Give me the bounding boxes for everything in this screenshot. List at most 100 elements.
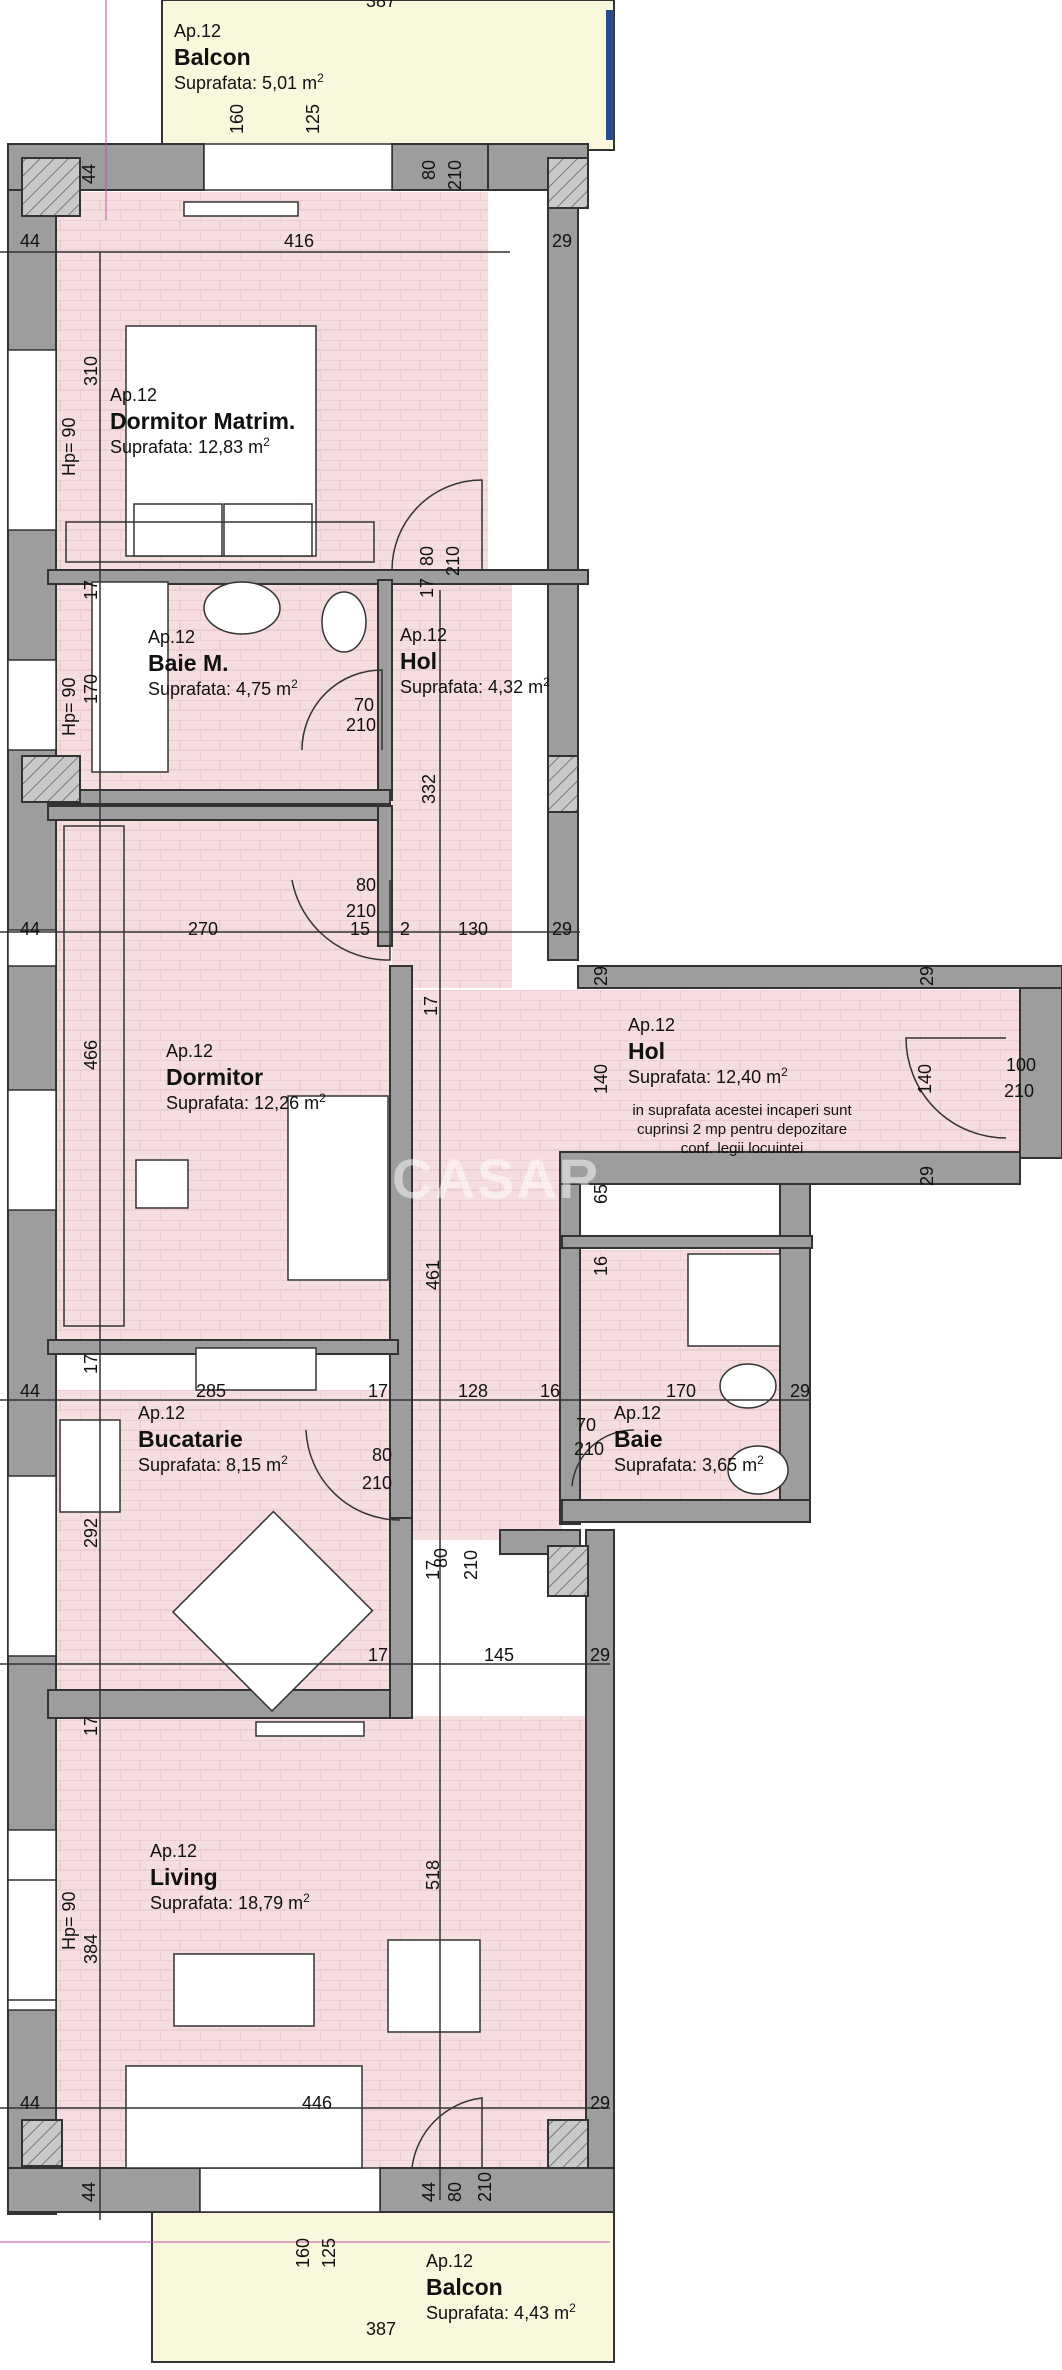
dim-label: 80 — [419, 159, 439, 180]
dim-label: 210 — [445, 159, 465, 190]
dim-label: 44 — [79, 2181, 99, 2202]
dim-label: 17 — [81, 579, 101, 600]
dim-label: 44 — [419, 2181, 439, 2202]
dim-label: 387 — [366, 0, 397, 11]
dim-label: 44 — [20, 231, 41, 251]
room-name: Bucatarie — [138, 1425, 243, 1452]
dim-label: 518 — [423, 1859, 443, 1890]
dim-label: 44 — [20, 1381, 41, 1401]
note-line: cuprinsi 2 mp pentru depozitare — [636, 1120, 848, 1138]
room-dormitor: Ap.12 Dormitor Suprafata: 12,26 m2 — [166, 1040, 326, 1115]
dim-label: 44 — [20, 919, 41, 939]
room-area: Suprafata: 18,79 m2 — [150, 1891, 310, 1914]
room-hol-large: Ap.12 Hol Suprafata: 12,40 m2 — [628, 1014, 788, 1089]
dim-label: 17 — [368, 1381, 389, 1401]
balcon-rail-top — [606, 10, 614, 140]
dim-label: 16 — [591, 1255, 611, 1276]
dim-label: 140 — [591, 1063, 611, 1094]
dim-label: 446 — [302, 2093, 333, 2113]
room-ap: Ap.12 — [614, 1403, 662, 1423]
dim-label: 29 — [590, 1645, 611, 1665]
dim-label: 210 — [1004, 1081, 1035, 1101]
dim-label: 80 — [356, 875, 377, 895]
dim-label: 210 — [346, 715, 377, 735]
dim-label: Hp= 90 — [59, 1891, 79, 1950]
dim-label: 270 — [188, 919, 219, 939]
column-hatch — [21, 157, 589, 2169]
room-name: Hol — [400, 647, 438, 674]
dim-label: 15 — [350, 919, 371, 939]
room-name: Dormitor Matrim. — [110, 407, 296, 434]
dim-label: 210 — [574, 1439, 605, 1459]
dim-label: 70 — [576, 1415, 597, 1435]
room-name: Balcon — [174, 43, 251, 70]
dim-label: 80 — [431, 1547, 451, 1568]
room-ap: Ap.12 — [148, 627, 196, 647]
dim-label: 17 — [417, 577, 437, 598]
room-area: Suprafata: 4,32 m2 — [400, 675, 550, 698]
room-ap: Ap.12 — [110, 385, 158, 405]
room-ap: Ap.12 — [138, 1403, 186, 1423]
dim-label: 29 — [590, 2093, 611, 2113]
room-name: Balcon — [426, 2273, 503, 2300]
room-dormitor-matrim: Ap.12 Dormitor Matrim. Suprafata: 12,83 … — [110, 384, 295, 459]
dim-label: 17 — [368, 1645, 389, 1665]
dim-label: 29 — [917, 965, 937, 986]
watermark: CASAR — [392, 1147, 602, 1210]
room-baie: Ap.12 Baie Suprafata: 3,65 m2 — [614, 1402, 764, 1477]
dim-label: 29 — [552, 231, 573, 251]
room-area: Suprafata: 5,01 m2 — [174, 71, 324, 94]
dim-label: 160 — [293, 2237, 313, 2268]
dim-label: 29 — [591, 965, 611, 986]
dim-label: 130 — [458, 919, 489, 939]
dim-label: 29 — [917, 1165, 937, 1186]
room-ap: Ap.12 — [426, 2251, 474, 2271]
room-name: Baie — [614, 1425, 663, 1452]
dim-label: 310 — [81, 355, 101, 386]
accent-lines — [0, 0, 610, 2243]
dim-label: 170 — [81, 673, 101, 704]
dim-label: 70 — [354, 695, 375, 715]
room-area: Suprafata: 12,26 m2 — [166, 1091, 326, 1114]
room-area: Suprafata: 3,65 m2 — [614, 1453, 764, 1476]
dim-label: 332 — [419, 773, 439, 804]
dim-label: 210 — [475, 2171, 495, 2202]
room-area: Suprafata: 12,83 m2 — [110, 435, 270, 458]
dim-label: 2 — [400, 919, 411, 939]
room-baie-m: Ap.12 Baie M. Suprafata: 4,75 m2 — [148, 626, 298, 701]
dim-label: 384 — [81, 1933, 101, 1964]
dim-label: 210 — [346, 901, 377, 921]
hol-corridor-floor — [412, 990, 562, 1540]
dim-label: 44 — [79, 163, 99, 184]
note-line: in suprafata acestei incaperi sunt — [632, 1102, 852, 1119]
dim-label: Hp= 90 — [59, 677, 79, 736]
room-ap: Ap.12 — [174, 21, 222, 41]
dim-label: 29 — [790, 1381, 811, 1401]
room-name: Dormitor — [166, 1063, 264, 1090]
room-area: Suprafata: 12,40 m2 — [628, 1065, 788, 1088]
dim-label: 210 — [443, 545, 463, 576]
dim-label: 17 — [421, 995, 441, 1016]
hol-small-floor — [392, 580, 512, 988]
hol-storage-note: in suprafata acestei incaperi sunt cupri… — [622, 1102, 862, 1158]
room-bucatarie: Ap.12 Bucatarie Suprafata: 8,15 m2 — [138, 1402, 288, 1477]
dim-label: 416 — [284, 231, 315, 251]
balcon-top-area — [161, 0, 615, 151]
dim-label: 140 — [915, 1063, 935, 1094]
dim-label: 125 — [319, 2237, 339, 2268]
room-balcon-bottom: Ap.12 Balcon Suprafata: 4,43 m2 — [426, 2250, 576, 2325]
dim-label: 285 — [196, 1381, 227, 1401]
dim-label: 170 — [666, 1381, 697, 1401]
dimension-lines — [0, 251, 810, 2220]
dim-label: 292 — [81, 1517, 101, 1548]
dim-label: 29 — [552, 919, 573, 939]
room-ap: Ap.12 — [628, 1015, 676, 1035]
windows — [7, 143, 393, 2213]
dim-label: 17 — [81, 1715, 101, 1736]
room-ap: Ap.12 — [400, 625, 448, 645]
room-area: Suprafata: 8,15 m2 — [138, 1453, 288, 1476]
dim-label: 44 — [20, 2093, 41, 2113]
room-name: Baie M. — [148, 649, 229, 676]
dim-label: 145 — [484, 1645, 515, 1665]
dim-label: 461 — [423, 1259, 443, 1290]
